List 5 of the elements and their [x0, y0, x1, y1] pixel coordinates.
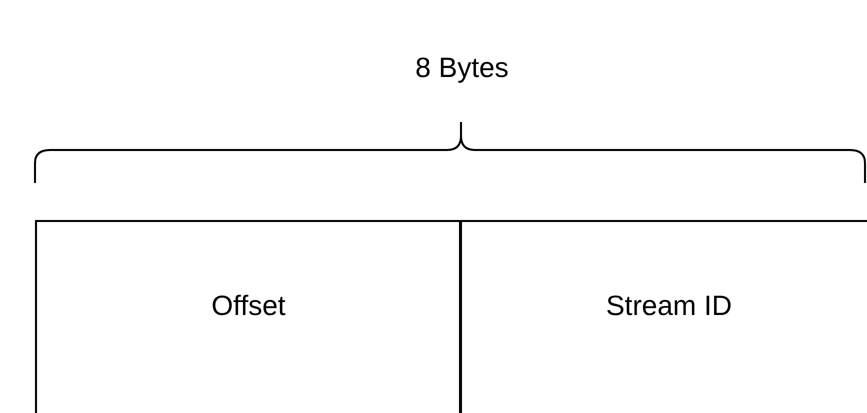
size-label: 8 Bytes	[414, 51, 510, 85]
field-label: Offset	[211, 289, 286, 323]
field-box	[35, 220, 462, 413]
field-box	[459, 220, 867, 413]
field-label: Stream ID	[606, 289, 732, 323]
